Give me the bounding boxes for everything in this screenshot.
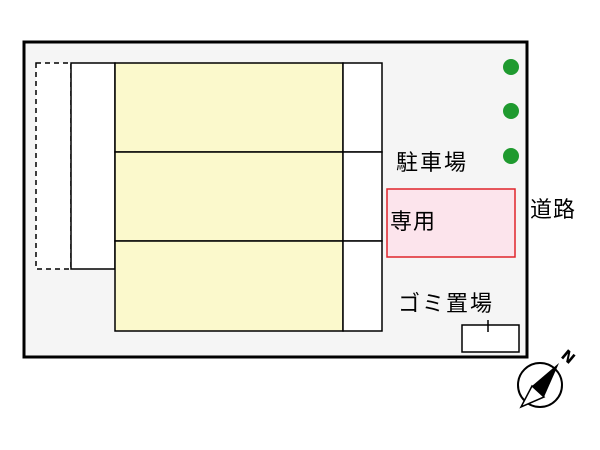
parking-label: 駐車場 (396, 151, 469, 176)
reserved-parking-box (386, 188, 516, 258)
balcony-dashed-outline (35, 62, 72, 270)
garbage-area-label: ゴミ置場 (398, 292, 495, 317)
tree-icon (503, 148, 519, 164)
right-strip-middle (342, 151, 383, 242)
road-label: 道路 (530, 198, 577, 223)
unit-bottom (114, 240, 344, 332)
garbage-area-box (461, 324, 520, 353)
unit-middle (114, 151, 344, 242)
right-strip-bottom (342, 240, 383, 332)
compass-north-label: N (557, 346, 578, 368)
reserved-parking-label: 専用 (390, 210, 437, 235)
right-strip-top (342, 62, 383, 153)
unit-top (114, 62, 344, 153)
compass-icon: N (517, 346, 579, 409)
left-corridor (70, 62, 116, 270)
tree-icon (503, 59, 519, 75)
tree-icon (503, 103, 519, 119)
